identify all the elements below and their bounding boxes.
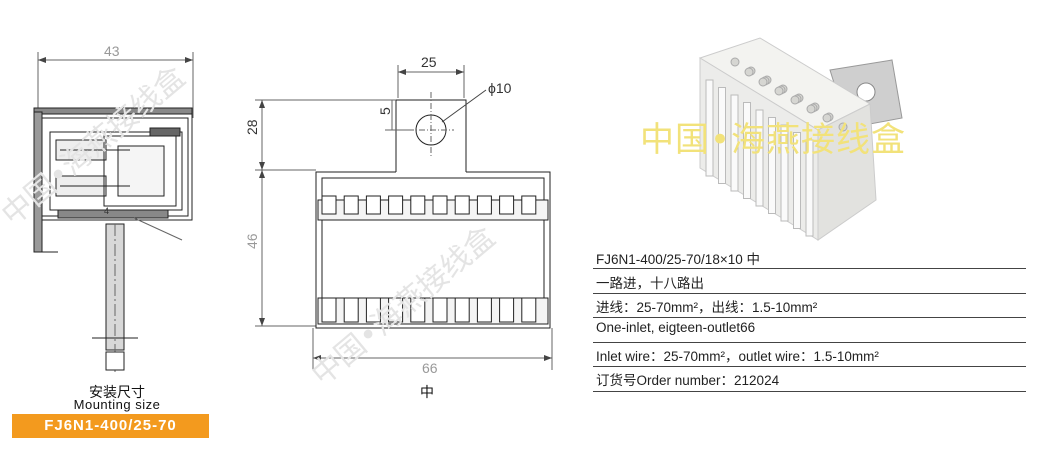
- screw: [806, 104, 816, 114]
- top-terminal-tooth: [521, 195, 537, 215]
- terminal-slot: [730, 94, 739, 192]
- tab-width-dim-label: 25: [421, 54, 437, 70]
- bottom-terminal-tooth: [410, 297, 426, 323]
- model-badge: FJ6N1-400/25-70: [12, 414, 209, 438]
- screw: [822, 113, 832, 123]
- top-terminal-tooth: [321, 195, 337, 215]
- product-screws: [730, 57, 848, 132]
- spec-divider: [593, 293, 1026, 294]
- terminal-slot: [793, 132, 801, 229]
- bottom-terminal-tooth: [432, 297, 448, 323]
- spec-divider: [593, 391, 1026, 392]
- spec-divider: [593, 268, 1026, 269]
- screw: [838, 122, 848, 132]
- tab-height-dim-label: 28: [244, 119, 260, 135]
- bottom-terminal-tooth: [499, 297, 515, 323]
- bottom-terminal-tooth: [454, 297, 470, 323]
- front-view-caption: 中: [420, 385, 434, 401]
- product-photo: [698, 37, 903, 241]
- top-terminal-tooth: [499, 195, 515, 215]
- screw: [790, 95, 800, 105]
- top-terminal-tooth: [343, 195, 359, 215]
- spec-divider: [593, 366, 1026, 367]
- top-terminal-tooth: [388, 195, 404, 215]
- terminal-slot: [805, 139, 814, 237]
- screw: [774, 86, 784, 96]
- hole-diameter-dim-label: ϕ10: [488, 80, 512, 96]
- screw: [744, 67, 754, 77]
- product-terminal-slots: [705, 79, 814, 237]
- spec-row-en-desc: One-inlet, eigteen-outlet66: [596, 320, 756, 335]
- bottom-terminal-tooth: [521, 297, 537, 323]
- screw: [758, 77, 768, 87]
- top-terminal-tooth: [454, 195, 470, 215]
- spec-row-order: 订货号Order number：212024: [596, 373, 780, 388]
- spec-divider: [593, 342, 1026, 343]
- terminal-slot: [755, 109, 764, 207]
- top-terminal-teeth: [321, 195, 537, 215]
- bottom-terminal-tooth: [476, 297, 492, 323]
- terminal-slot: [743, 102, 751, 199]
- side-width-dim-label: 43: [104, 43, 120, 59]
- spec-row-model: FJ6N1-400/25-70/18×10 中: [596, 252, 760, 267]
- product-watermark: 中国•海燕接线盒: [640, 120, 907, 160]
- terminal-slot: [718, 87, 726, 184]
- hole-offset-dim-label: 5: [377, 107, 393, 115]
- spec-row-cn-wire: 进线：25-70mm²，出线：1.5-10mm²: [596, 300, 818, 315]
- side-view-caption-cn: 安装尺寸: [89, 385, 145, 401]
- top-terminal-tooth: [365, 195, 381, 215]
- screw: [730, 57, 740, 67]
- body-height-dim-label: 46: [244, 233, 260, 249]
- spec-divider: [593, 317, 1026, 318]
- terminal-slot: [780, 124, 789, 222]
- top-terminal-tooth: [476, 195, 492, 215]
- bottom-terminal-tooth: [388, 297, 404, 323]
- bottom-terminal-teeth: [321, 297, 537, 323]
- side-view-drawing: 4: [33, 52, 194, 372]
- top-terminal-tooth: [432, 195, 448, 215]
- svg-text:4: 4: [104, 206, 109, 216]
- spec-row-en-wire: Inlet wire：25-70mm²，outlet wire：1.5-10mm…: [596, 349, 879, 364]
- bottom-terminal-tooth: [365, 297, 381, 323]
- bottom-terminal-tooth: [343, 297, 359, 323]
- spec-row-cn-desc: 一路进，十八路出: [596, 276, 704, 291]
- side-view-caption-en: Mounting size: [73, 397, 161, 412]
- body-width-dim-label: 66: [422, 360, 438, 376]
- terminal-slot: [768, 117, 776, 214]
- bottom-terminal-tooth: [321, 297, 337, 323]
- top-terminal-tooth: [410, 195, 426, 215]
- terminal-slot: [705, 79, 714, 177]
